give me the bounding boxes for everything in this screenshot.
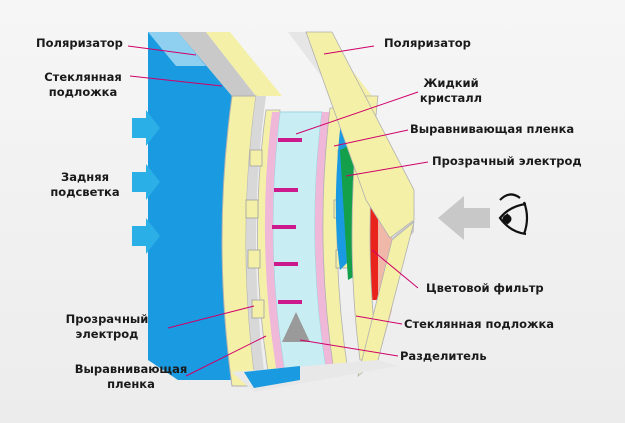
label-glass-substrate-right: Стеклянная подложка xyxy=(404,317,555,331)
label-polarizer-right: Поляризатор xyxy=(384,36,471,50)
right-polarizer-layer xyxy=(232,31,415,392)
label-polarizer-left: Поляризатор xyxy=(36,36,123,50)
label-transparent-electrode-left: Прозрачный электрод xyxy=(65,312,149,341)
label-transparent-electrode-right: Прозрачный электрод xyxy=(432,154,582,168)
label-backlight: Задняя подсветка xyxy=(50,170,120,199)
left-polarizer-layer xyxy=(148,32,256,380)
label-liquid-crystal: Жидкий кристалл xyxy=(419,76,483,105)
label-alignment-film-left: Выравнивающая пленка xyxy=(74,362,188,391)
label-alignment-film-right: Выравнивающая пленка xyxy=(410,122,575,136)
viewer-arrow-icon xyxy=(438,196,490,240)
label-spacer: Разделитель xyxy=(400,349,487,363)
label-color-filter: Цветовой фильтр xyxy=(426,281,544,295)
label-glass-substrate-left: Стеклянная подложка xyxy=(44,70,122,99)
leader-lines xyxy=(127,45,429,377)
eye-icon xyxy=(498,193,529,236)
left-glass-layer xyxy=(206,32,282,387)
backlight-arrow-icon xyxy=(132,110,160,254)
